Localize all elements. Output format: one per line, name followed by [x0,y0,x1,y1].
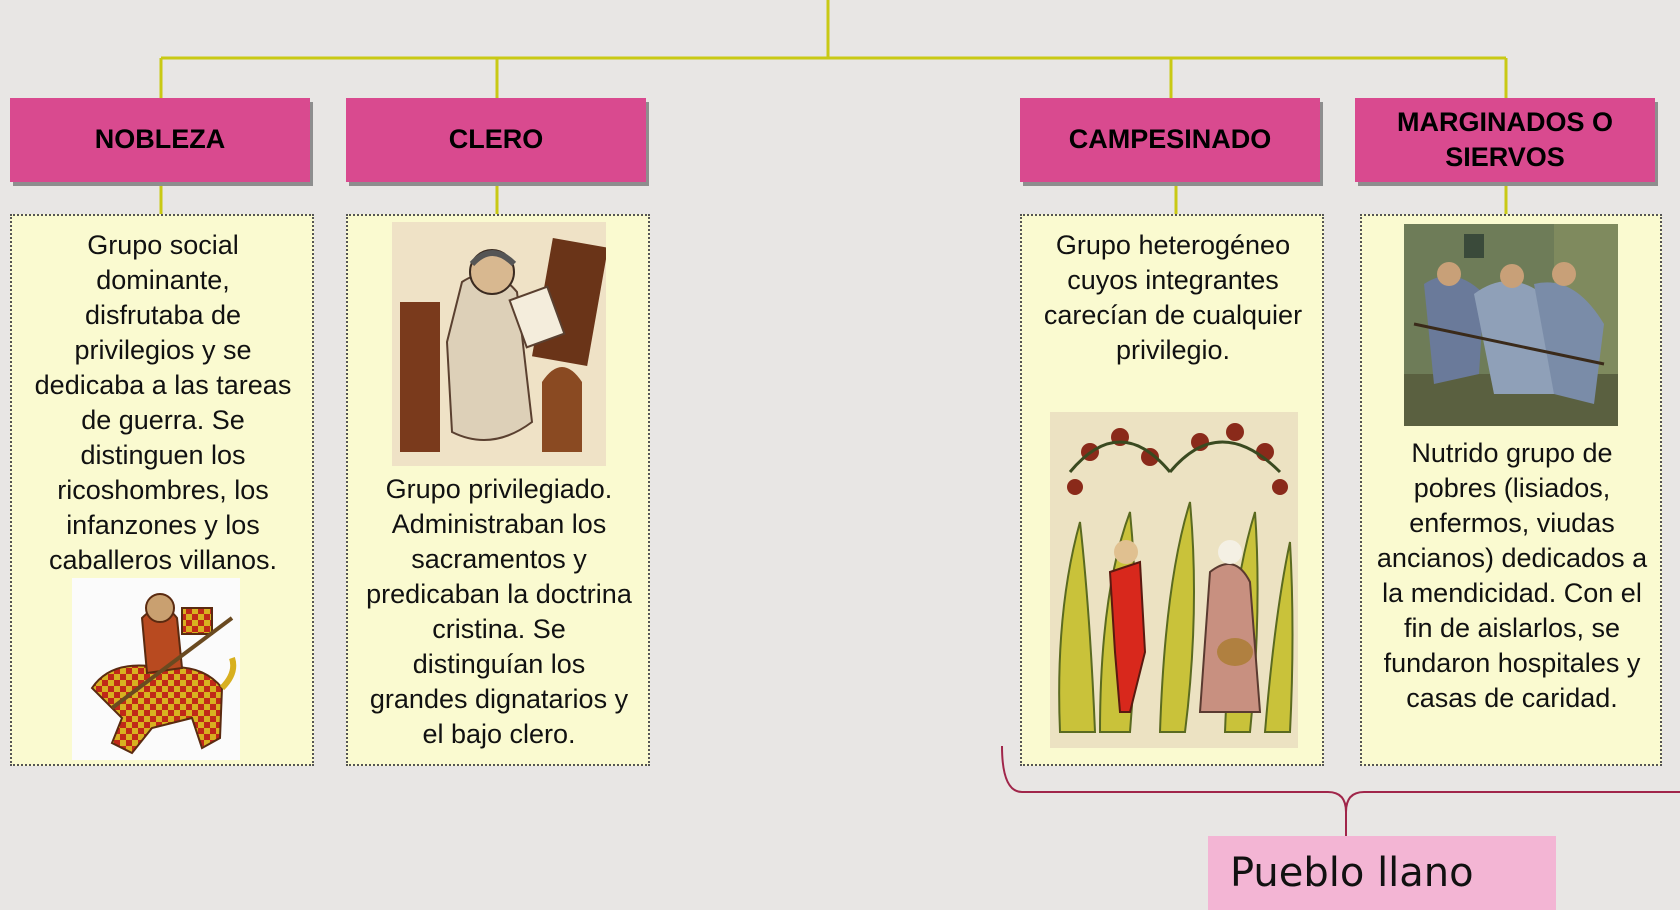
box-clero: Grupo privilegiado. Administraban los sa… [346,214,650,766]
description-marginados: Nutrido grupo de pobres (lisiados, enfer… [1376,438,1648,713]
pueblo-llano-label: Pueblo llano [1208,836,1556,910]
header-nobleza: NOBLEZA [10,98,310,182]
pueblo-bracket [1001,745,1680,836]
box-nobleza: Grupo social dominante, disfrutaba de pr… [10,214,314,766]
description-clero: Grupo privilegiado. Administraban los sa… [366,474,632,749]
peasants-image [1050,412,1298,748]
header-marginados: MARGINADOS O SIERVOS [1355,98,1655,182]
box-marginados: Nutrido grupo de pobres (lisiados, enfer… [1360,214,1662,766]
header-campesinado: CAMPESINADO [1020,98,1320,182]
beggars-image [1404,224,1618,426]
knight-image [72,578,240,760]
description-campesinado: Grupo heterogéneo cuyos integrantes care… [1043,230,1303,365]
description-nobleza: Grupo social dominante, disfrutaba de pr… [34,230,292,575]
box-campesinado: Grupo heterogéneo cuyos integrantes care… [1020,214,1324,766]
monk-image [392,222,606,466]
header-clero: CLERO [346,98,646,182]
